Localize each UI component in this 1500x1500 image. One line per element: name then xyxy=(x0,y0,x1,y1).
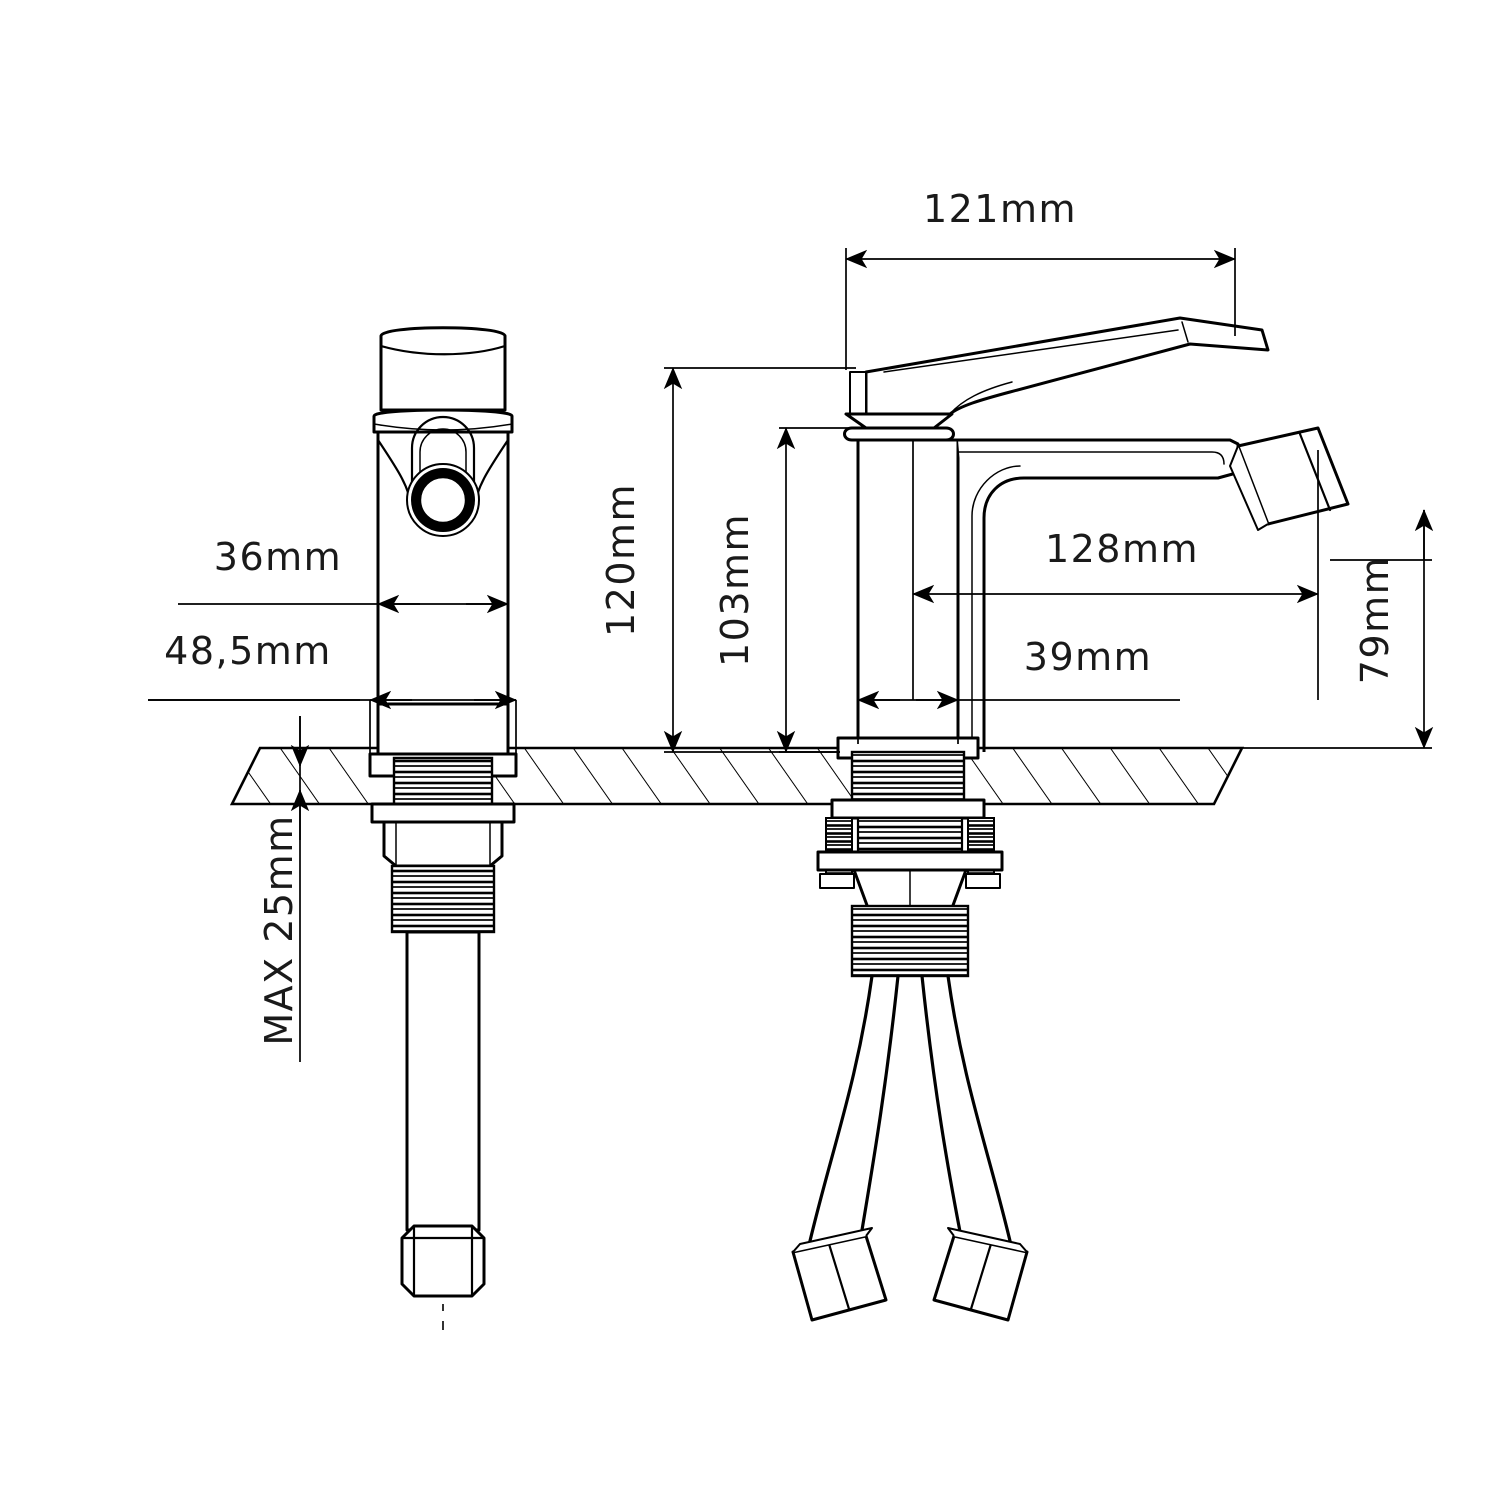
flex-hose-left-outer xyxy=(804,974,874,1260)
dimension-128mm: 128mm xyxy=(912,440,1319,700)
handle-collar-side xyxy=(843,426,955,442)
lever-underside-curve xyxy=(949,381,1013,415)
spout-inner-line-lower xyxy=(971,465,1021,753)
shank-thread-side-upper xyxy=(850,750,966,802)
lever-top-edge-line xyxy=(883,329,1179,373)
stud-foot-right xyxy=(965,873,1001,889)
hose-fitting-left-top xyxy=(792,1227,873,1253)
shank-thread-side-lower xyxy=(850,904,970,978)
aerator-seam xyxy=(1298,432,1332,512)
mounting-washer-front xyxy=(370,802,516,824)
dimension-120mm: 120mm xyxy=(599,367,856,753)
dimension-max-25mm: MAX 25mm xyxy=(257,716,310,1062)
front-view-assembly xyxy=(368,326,518,1330)
dim-121-label: 121mm xyxy=(923,187,1077,231)
dim-103-label: 103mm xyxy=(713,513,757,667)
side-view-assembly xyxy=(791,316,1350,1322)
lever-cap-seam xyxy=(379,344,507,356)
dimension-79mm: 79mm xyxy=(1216,509,1434,749)
mounting-bracket-plate xyxy=(816,850,1004,872)
supply-hex-nut-front xyxy=(400,1224,486,1298)
dimension-36mm: 36mm xyxy=(178,535,509,700)
dimension-48-5mm: 48,5mm xyxy=(148,629,517,758)
dimension-39mm: 39mm xyxy=(857,635,1180,744)
body-base-front xyxy=(376,702,510,756)
dim-max25-label: MAX 25mm xyxy=(257,814,301,1045)
dim-485-label: 48,5mm xyxy=(164,629,332,673)
hose-end-fitting-right xyxy=(932,1227,1029,1322)
dim-79-label: 79mm xyxy=(1353,556,1397,684)
spout-outlet-bore xyxy=(418,475,468,525)
dim-128-label: 128mm xyxy=(1045,527,1199,571)
spout-tube-side xyxy=(958,438,1242,752)
faucet-body-side xyxy=(856,438,960,754)
supply-tube-front xyxy=(405,930,481,1232)
hose-fitting-right-seam xyxy=(969,1242,993,1311)
handle-seat-front xyxy=(844,412,954,430)
dimension-103mm: 103mm xyxy=(713,427,852,753)
lever-tip-seam xyxy=(1181,321,1189,343)
flex-hose-right-outer xyxy=(946,974,1016,1260)
dim-39-label: 39mm xyxy=(1024,635,1152,679)
spout-barrel-outline xyxy=(410,415,476,514)
spout-inner-line-upper xyxy=(957,451,1225,465)
dimension-121mm: 121mm xyxy=(845,187,1236,370)
handle-collar xyxy=(372,408,514,434)
aerator-collar xyxy=(1229,445,1269,531)
shank-thread-side-mid xyxy=(856,816,964,854)
mounting-nut-front xyxy=(382,820,504,868)
mounting-washer-side-upper xyxy=(830,798,986,820)
flex-hose-right-inner xyxy=(920,974,964,1244)
spout-barrel-inner xyxy=(419,428,467,513)
hose-end-fitting-left xyxy=(791,1227,888,1322)
handle-collar-seam xyxy=(373,423,513,431)
hose-fitting-left-seam xyxy=(827,1242,851,1311)
lever-pivot-block xyxy=(849,371,867,415)
hose-fitting-right-top xyxy=(947,1227,1028,1253)
stud-foot-left xyxy=(819,873,855,889)
dim-36-label: 36mm xyxy=(214,535,342,579)
dim-120-label: 120mm xyxy=(599,483,643,637)
mounting-shank-thread-upper xyxy=(392,756,494,806)
flex-hose-left-inner xyxy=(858,974,900,1244)
lever-handle-cap xyxy=(379,326,507,412)
spout-aerator-nozzle xyxy=(1229,426,1350,531)
mounting-shank-thread-lower xyxy=(390,864,496,934)
